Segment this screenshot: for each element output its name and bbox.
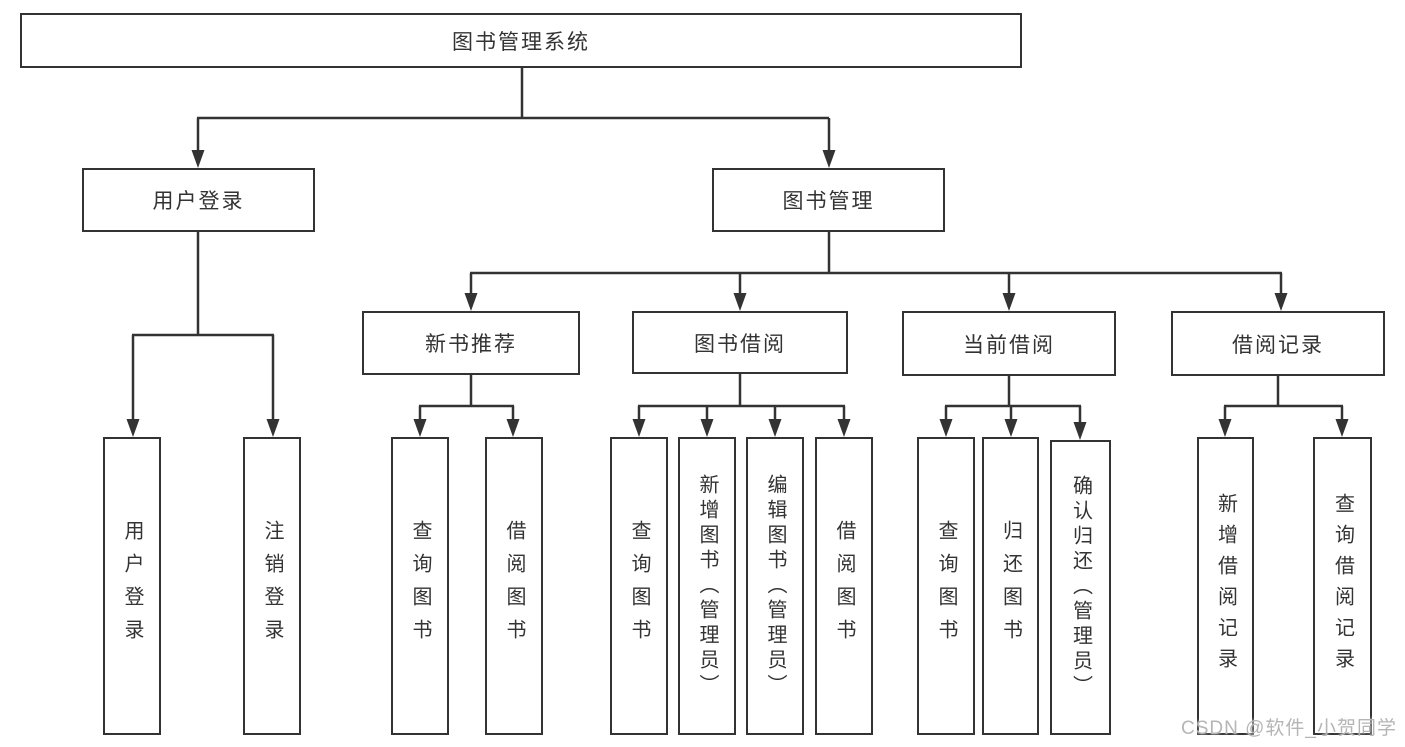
csdn-watermark: CSDN @软件_小贺同学 bbox=[1181, 718, 1397, 739]
leaf-confirm-return-admin: 确认归还（管理员） bbox=[1050, 440, 1111, 735]
leaf-borrow-books: 借阅图书 bbox=[815, 437, 873, 735]
node-book-borrow-label: 图书借阅 bbox=[694, 332, 786, 356]
node-borrow-records-label: 借阅记录 bbox=[1232, 333, 1324, 357]
leaf-query-borrow-record: 查询借阅记录 bbox=[1313, 437, 1372, 735]
node-new-book-recommend-label: 新书推荐 bbox=[425, 333, 517, 356]
arrowheads bbox=[126, 150, 1349, 440]
leaf-user-login-label: 用户登录 bbox=[121, 520, 143, 652]
leaf-current-query-books-label: 查询图书 bbox=[935, 520, 957, 652]
leaf-logout-label: 注销登录 bbox=[261, 520, 283, 652]
leaf-recommend-borrow-books-label: 借阅图书 bbox=[503, 520, 525, 652]
leaf-return-books-label: 归还图书 bbox=[999, 520, 1022, 652]
node-current-borrow: 当前借阅 bbox=[902, 311, 1116, 376]
node-book-management: 图书管理 bbox=[712, 168, 945, 232]
node-book-management-label: 图书管理 bbox=[782, 190, 875, 213]
leaf-add-books-admin-label: 新增图书（管理员） bbox=[696, 473, 718, 699]
leaf-query-borrow-record-label: 查询借阅记录 bbox=[1331, 493, 1354, 679]
node-current-borrow-label: 当前借阅 bbox=[963, 333, 1055, 357]
node-book-borrow: 图书借阅 bbox=[632, 311, 848, 374]
node-user-login: 用户登录 bbox=[82, 168, 315, 232]
leaf-recommend-borrow-books: 借阅图书 bbox=[485, 437, 543, 735]
leaf-borrow-books-label: 借阅图书 bbox=[833, 520, 855, 652]
leaf-edit-books-admin: 编辑图书（管理员） bbox=[746, 437, 804, 735]
leaf-current-query-books: 查询图书 bbox=[917, 437, 975, 735]
leaf-add-borrow-record-label: 新增借阅记录 bbox=[1214, 493, 1237, 679]
leaf-add-borrow-record: 新增借阅记录 bbox=[1197, 437, 1254, 735]
leaf-user-login: 用户登录 bbox=[103, 437, 161, 735]
leaf-borrow-query-books: 查询图书 bbox=[610, 437, 668, 735]
leaf-return-books: 归还图书 bbox=[982, 437, 1039, 735]
node-root-label: 图书管理系统 bbox=[452, 30, 590, 54]
leaf-logout: 注销登录 bbox=[243, 437, 301, 735]
leaf-confirm-return-admin-label: 确认归还（管理员） bbox=[1069, 475, 1092, 700]
leaf-recommend-query-books: 查询图书 bbox=[391, 437, 449, 735]
leaf-recommend-query-books-label: 查询图书 bbox=[409, 520, 431, 652]
leaf-add-books-admin: 新增图书（管理员） bbox=[678, 437, 736, 735]
connector-paths bbox=[131, 68, 1344, 433]
node-borrow-records: 借阅记录 bbox=[1171, 311, 1385, 376]
node-root: 图书管理系统 bbox=[20, 13, 1022, 68]
node-new-book-recommend: 新书推荐 bbox=[362, 311, 580, 375]
leaf-edit-books-admin-label: 编辑图书（管理员） bbox=[764, 473, 786, 699]
leaf-borrow-query-books-label: 查询图书 bbox=[628, 520, 650, 652]
node-user-login-label: 用户登录 bbox=[152, 190, 245, 213]
